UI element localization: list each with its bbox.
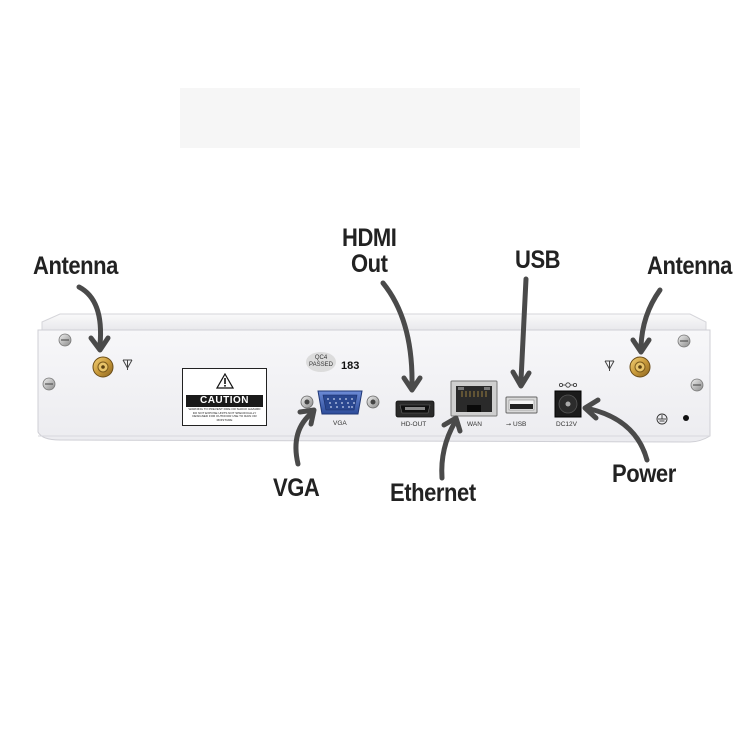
antenna-connector-left-icon bbox=[92, 356, 114, 378]
qc-line2: PASSED bbox=[309, 362, 333, 368]
arrow-ethernet bbox=[439, 419, 458, 481]
dc-port-label: DC12V bbox=[556, 421, 578, 428]
arrow-antenna-right bbox=[638, 287, 663, 350]
device-top bbox=[41, 313, 707, 331]
caution-title: CAUTION bbox=[186, 395, 263, 407]
usb-symbol-icon: ⭢ bbox=[506, 421, 511, 428]
vga-port-label: VGA bbox=[333, 420, 347, 427]
screw-icon bbox=[677, 334, 691, 348]
usb-port-icon bbox=[505, 396, 538, 414]
callout-arrows bbox=[76, 276, 663, 481]
caution-label: CAUTION WARNING TO PREVENT FIRE OR SHOCK… bbox=[182, 368, 267, 426]
ground-symbol-icon bbox=[656, 413, 668, 425]
vga-port-icon bbox=[300, 390, 380, 415]
reset-hole-icon bbox=[683, 415, 689, 421]
qc-line1: QC4 bbox=[314, 355, 328, 361]
callout-antenna-left: Antenna bbox=[33, 252, 118, 280]
antenna-symbol-icon bbox=[604, 360, 615, 371]
ethernet-port-icon bbox=[450, 380, 498, 417]
dc-polarity-symbol-icon bbox=[559, 382, 578, 388]
callout-ethernet: Ethernet bbox=[390, 479, 476, 507]
warning-triangle-icon bbox=[216, 373, 234, 389]
callout-usb: USB bbox=[515, 246, 561, 274]
background-shadow bbox=[180, 88, 580, 148]
callout-antenna-right: Antenna bbox=[647, 252, 732, 280]
callout-hdmi-line2: Out bbox=[351, 250, 388, 278]
arrow-vga bbox=[293, 409, 316, 467]
hdmi-port-icon bbox=[395, 400, 435, 418]
arrow-usb bbox=[518, 276, 529, 383]
callout-hdmi-line1: HDMI bbox=[342, 224, 397, 252]
screw-icon bbox=[58, 333, 72, 347]
arrow-hdmi bbox=[380, 280, 415, 388]
antenna-symbol-icon bbox=[122, 359, 133, 370]
callout-vga: VGA bbox=[273, 474, 320, 502]
caution-text: WARNING TO PREVENT FIRE OR SHOCK HAZARD … bbox=[188, 407, 261, 422]
qc-passed-sticker: QC4 PASSED bbox=[306, 352, 336, 372]
hdmi-port-label: HD-OUT bbox=[401, 421, 426, 428]
screw-icon bbox=[690, 378, 704, 392]
callout-power: Power bbox=[612, 460, 676, 488]
device-face bbox=[37, 329, 711, 443]
arrow-power bbox=[587, 406, 650, 463]
antenna-connector-right-icon bbox=[629, 356, 651, 378]
screw-icon bbox=[42, 377, 56, 391]
usb-port-label: USB bbox=[513, 421, 526, 428]
ethernet-port-label: WAN bbox=[467, 421, 482, 428]
dc-power-jack-icon bbox=[554, 390, 582, 418]
serial-number: 183 bbox=[341, 360, 360, 372]
arrow-antenna-left bbox=[76, 284, 104, 348]
